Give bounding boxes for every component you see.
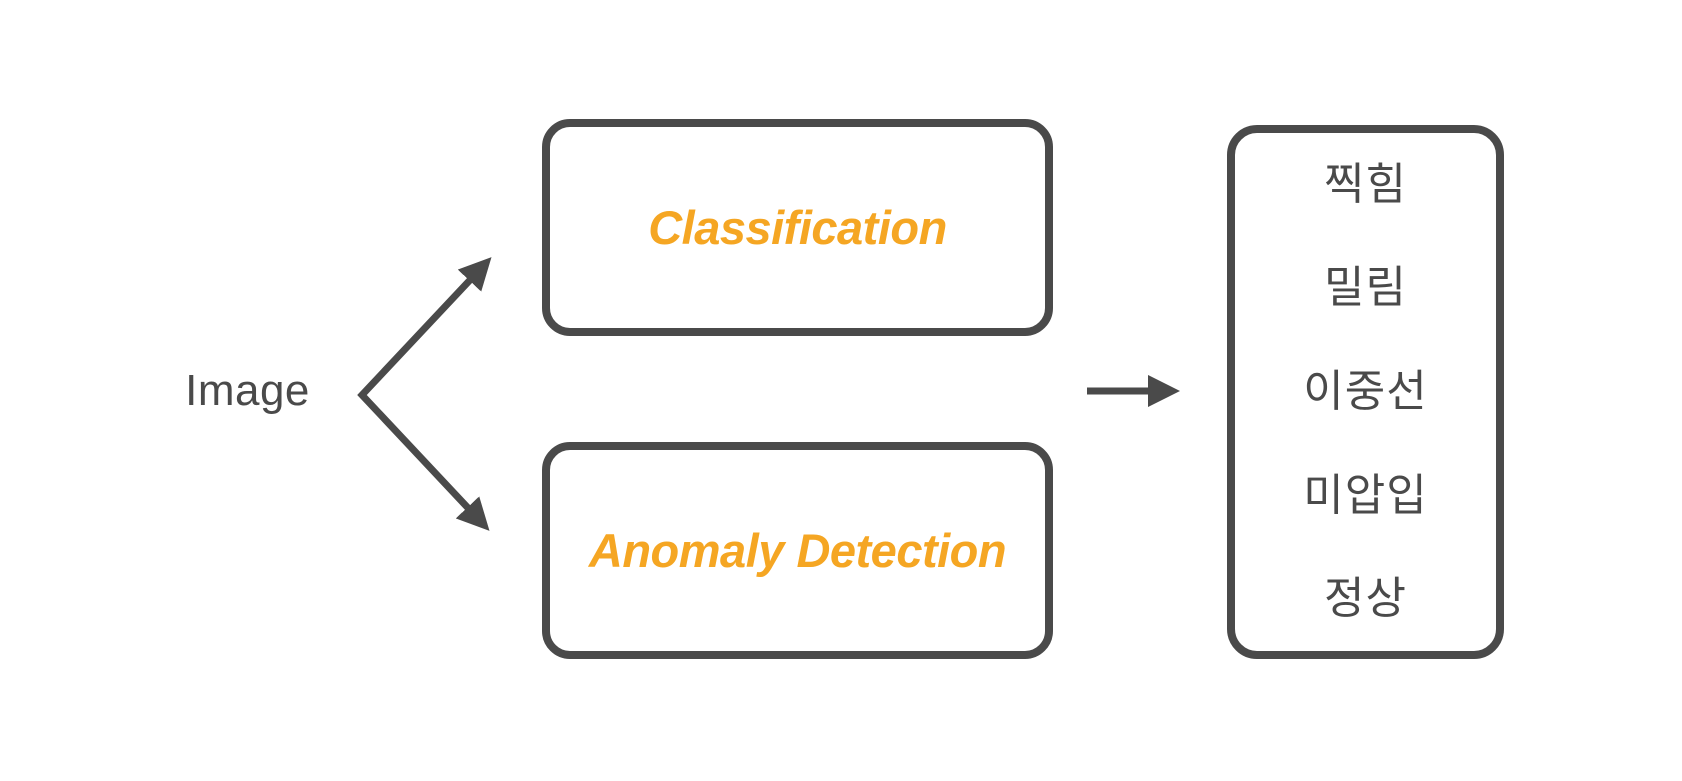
output-class-label: 이중선 (1303, 366, 1428, 416)
output-class-label: 미압입 (1303, 470, 1428, 520)
output-class-label: 찍힘 (1324, 159, 1407, 209)
classification-node-label: Classification (648, 201, 947, 254)
anomaly-detection-node: Anomaly Detection (542, 442, 1053, 659)
input-node-label: Image (185, 366, 310, 415)
output-class-label: 정상 (1324, 574, 1407, 624)
anomaly-detection-node-label: Anomaly Detection (588, 524, 1007, 577)
output-class-label: 밀림 (1324, 263, 1407, 313)
output-classes-box: 찍힘 밀림 이중선 미압입 정상 (1227, 125, 1504, 659)
fork-arrows-icon (357, 257, 492, 531)
classification-node: Classification (542, 119, 1053, 336)
